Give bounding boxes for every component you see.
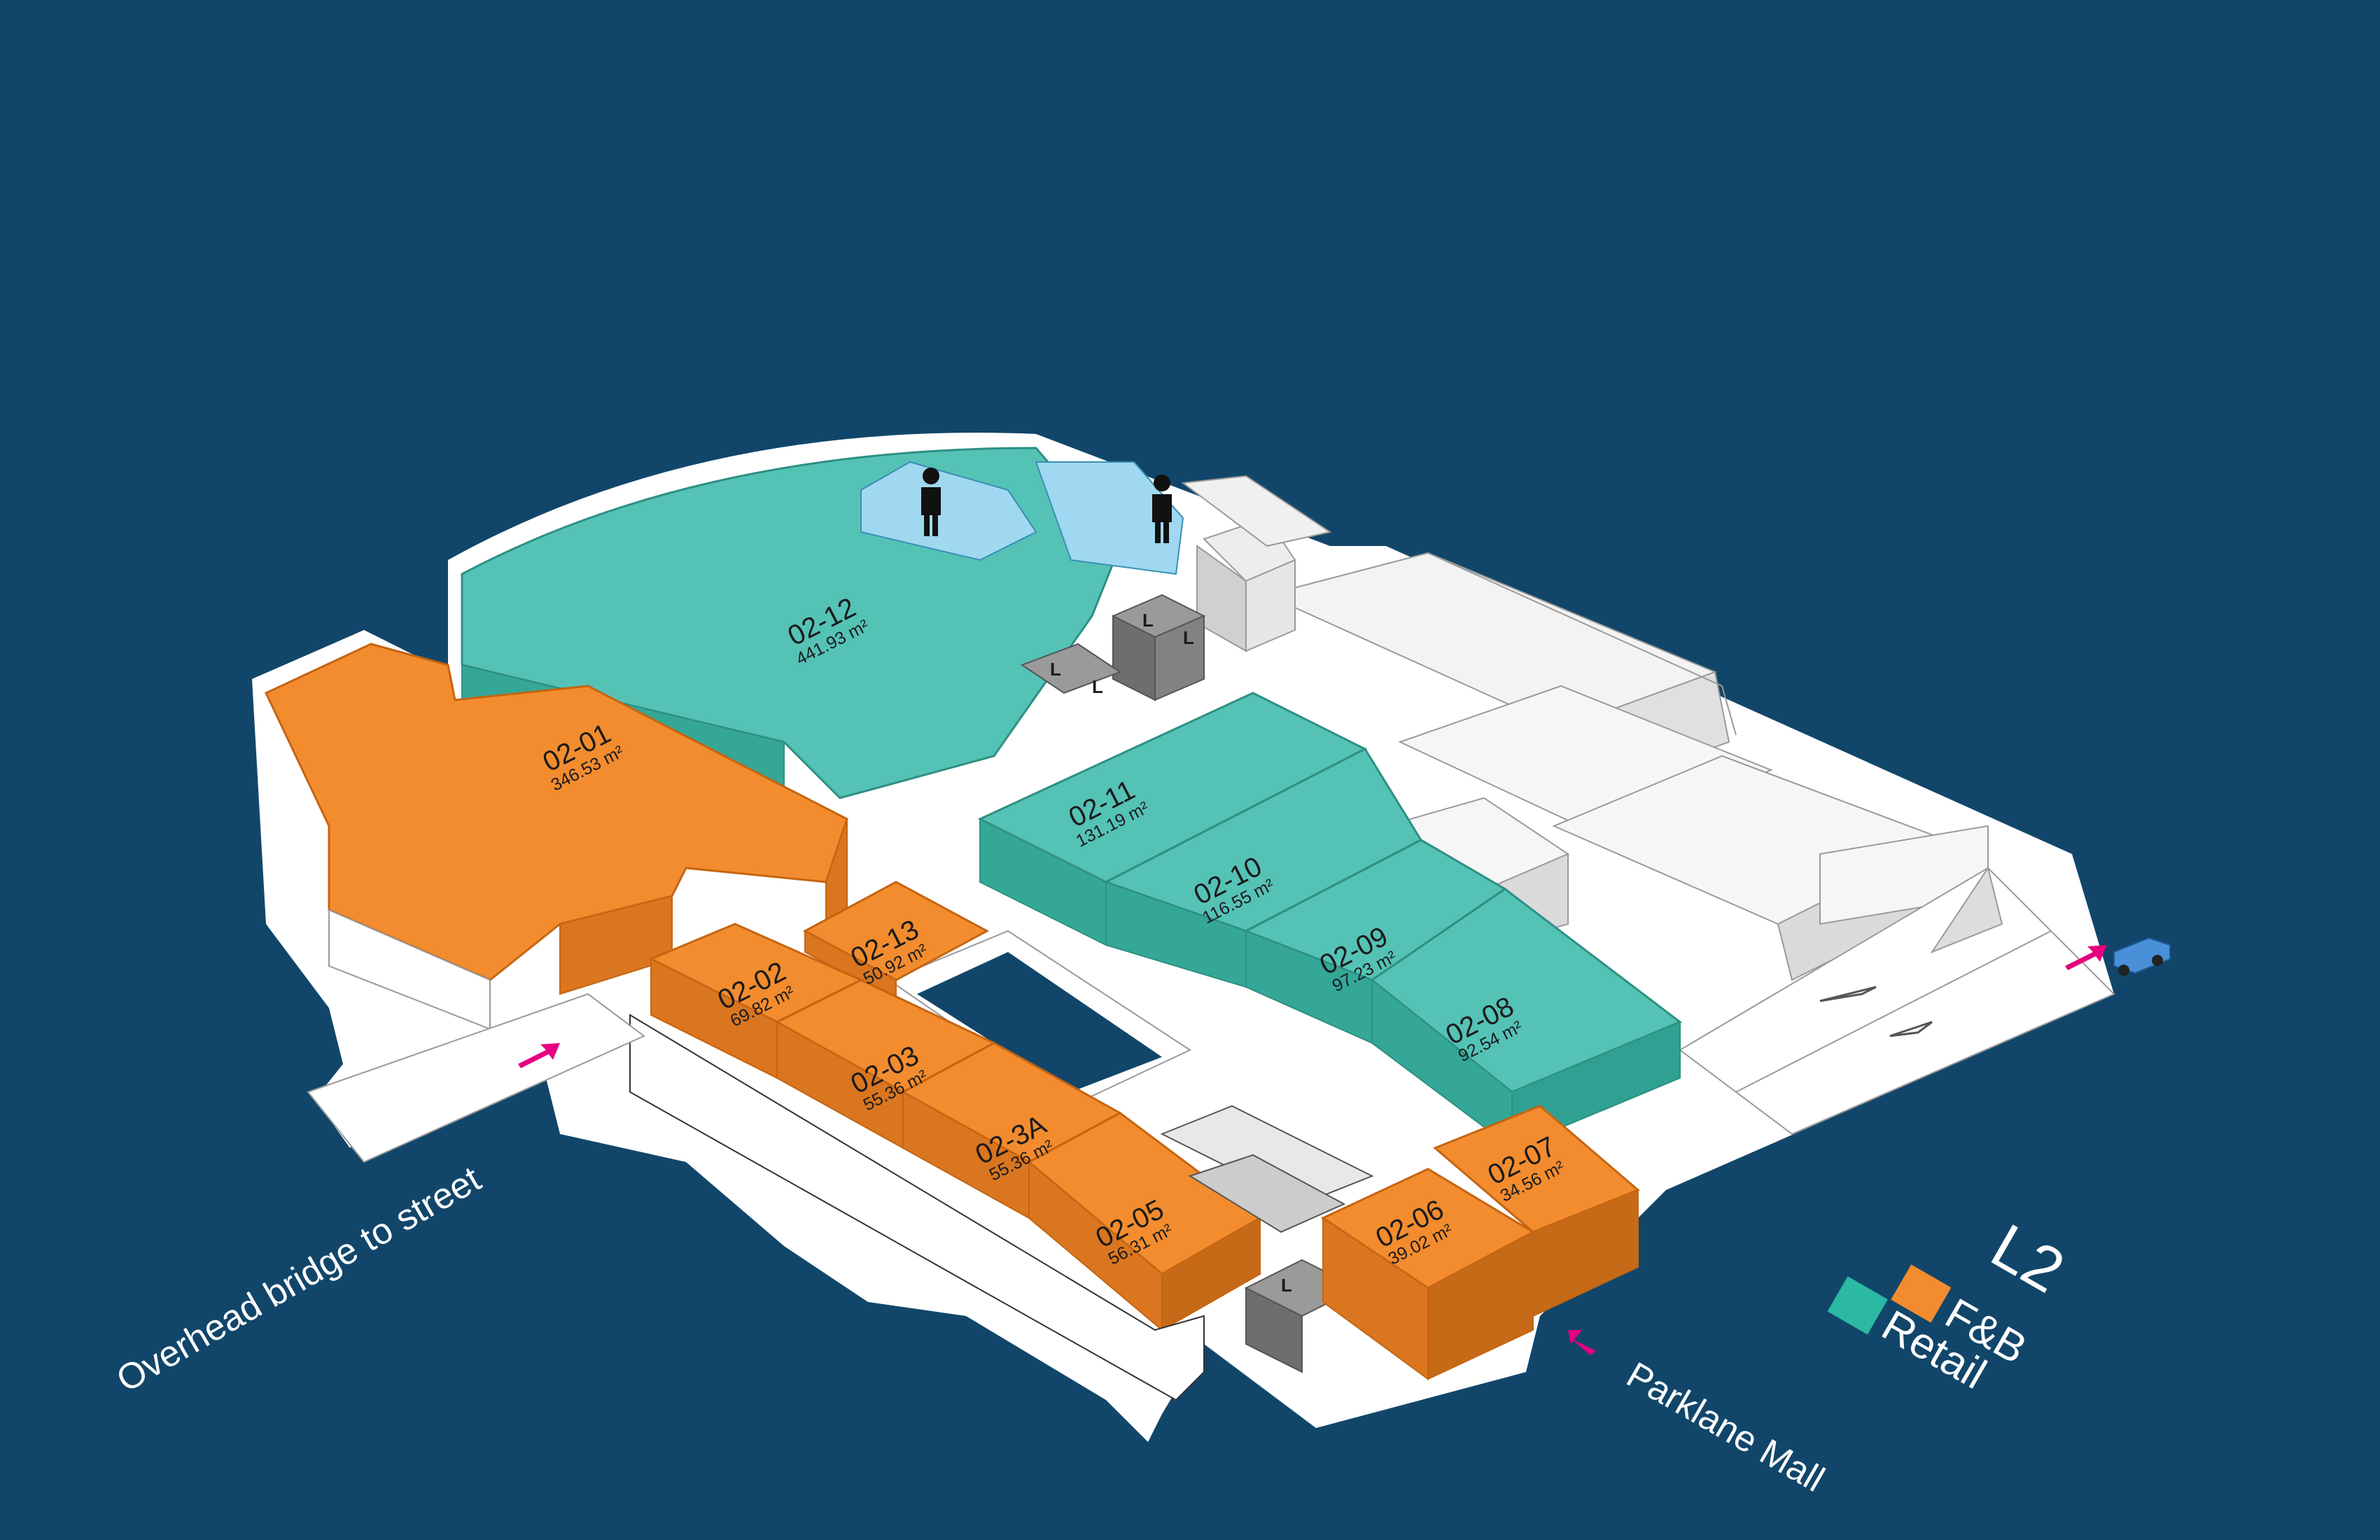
lift-icon: L L L L <box>1020 594 1206 701</box>
toilet-block <box>860 461 1184 575</box>
lift-label: L <box>1050 659 1061 680</box>
car-icon <box>2113 937 2171 976</box>
unit-02-13[interactable] <box>802 881 990 1002</box>
entry-arrow-icon <box>1568 1330 1596 1355</box>
entry-arrow-icon <box>518 1043 560 1068</box>
legend-swatch-retail <box>1827 1276 1888 1335</box>
legend-swatch-fnb <box>1891 1264 1952 1323</box>
overhead-bridge <box>307 993 645 1163</box>
female-toilet-icon <box>1152 475 1172 543</box>
unit-02-07[interactable] <box>1433 1105 1640 1317</box>
unit-02-05[interactable] <box>1027 1112 1262 1332</box>
glass-facade <box>629 1014 1205 1401</box>
lift-label: L <box>1281 1275 1292 1296</box>
unit-02-01[interactable] <box>264 643 848 1030</box>
escalator-icon <box>1160 1105 1374 1233</box>
lift-label: L <box>1142 610 1154 631</box>
lift-label: L <box>1183 627 1194 648</box>
entry-arrow-icon <box>2065 945 2107 970</box>
car-park-ramp <box>1679 866 2115 1135</box>
unit-02-06[interactable] <box>1320 1168 1536 1380</box>
service-buildings <box>1181 475 1989 981</box>
lift-label: L <box>1092 676 1103 697</box>
male-toilet-icon <box>921 468 941 536</box>
